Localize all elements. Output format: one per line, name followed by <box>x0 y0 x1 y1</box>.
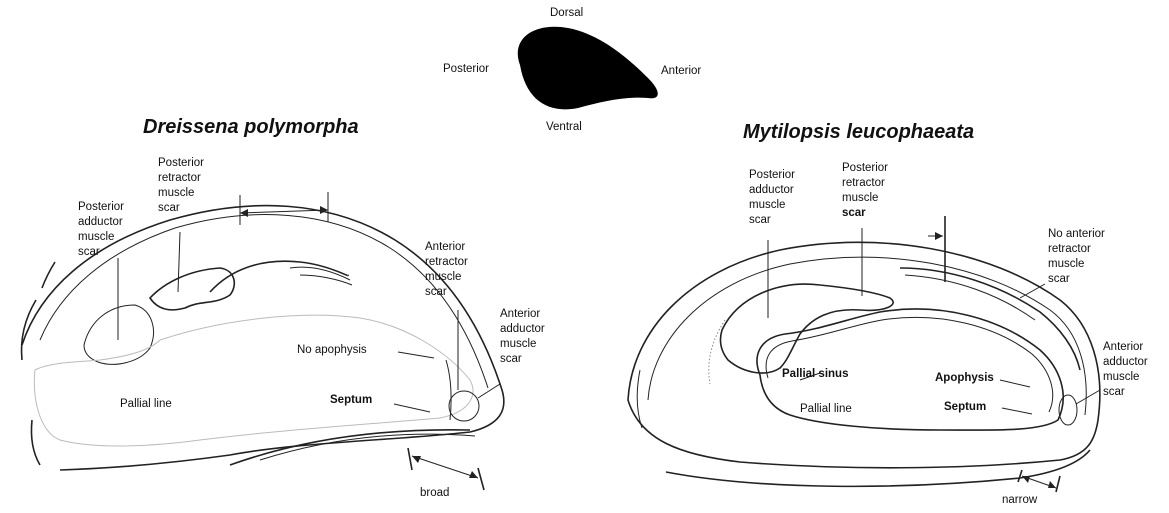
dreissena-shell-left-dash <box>42 262 55 288</box>
dreissena-pallial-line-label: Pallial line <box>120 398 172 410</box>
mytilopsis-pallial-line <box>766 317 1053 412</box>
dreissena-shell-left-arc-2 <box>31 420 40 465</box>
dreissena-posterior-retractor-label: Posterior retractor muscle scar <box>158 157 207 214</box>
mytilopsis-posterior-adductor-scar <box>720 284 893 373</box>
mytilopsis-shell-outline <box>628 242 1100 467</box>
dreissena-title: Dreissena polymorpha <box>143 116 359 138</box>
dreissena-pallial-line <box>34 315 473 446</box>
dreissena-broad-label: broad <box>420 487 449 499</box>
orientation-posterior: Posterior <box>443 63 489 75</box>
dreissena-width-marker <box>240 192 328 225</box>
dreissena-diagram: Dreissena polymorpha <box>22 116 548 499</box>
dreissena-shell-left-arc-1 <box>22 300 36 360</box>
mytilopsis-posterior-retractor-label: Posterior retractor muscle scar <box>842 162 891 219</box>
mytilopsis-posterior-adductor-label: Posterior adductor muscle scar <box>749 169 798 226</box>
mytilopsis-apophysis-label: Apophysis <box>935 372 994 384</box>
dreissena-anterior-adductor-scar <box>449 391 479 421</box>
dreissena-ligament <box>290 267 352 285</box>
dreissena-anterior-adductor-label: Anterior adductor muscle scar <box>500 308 548 365</box>
shell-silhouette <box>518 27 658 110</box>
mytilopsis-pallial-line-label: Pallial line <box>800 403 852 415</box>
dreissena-posterior-adductor-scar <box>84 305 154 364</box>
dreissena-septum-label: Septum <box>330 394 372 406</box>
dreissena-broad-marker: broad <box>408 448 484 499</box>
dreissena-septum <box>446 360 451 420</box>
dreissena-hinge <box>210 261 348 292</box>
mytilopsis-septum-label: Septum <box>944 401 986 413</box>
dreissena-posterior-retractor-scar <box>150 268 234 310</box>
orientation-dorsal: Dorsal <box>550 7 583 19</box>
orientation-key: Dorsal Posterior Anterior Ventral <box>443 7 701 133</box>
mytilopsis-diagram: Mytilopsis leucophaeata <box>628 121 1151 506</box>
mytilopsis-no-anterior-retractor-label: No anterior retractor muscle scar <box>1048 228 1108 285</box>
orientation-anterior: Anterior <box>661 65 701 77</box>
mytilopsis-title: Mytilopsis leucophaeata <box>743 121 974 143</box>
mytilopsis-pallial-sinus-label: Pallial sinus <box>782 368 848 380</box>
mytilopsis-anterior-adductor-label: Anterior adductor muscle scar <box>1103 341 1151 398</box>
mytilopsis-narrow-label: narrow <box>1002 494 1038 506</box>
dreissena-no-apophysis-label: No apophysis <box>297 344 367 356</box>
orientation-ventral: Ventral <box>546 121 582 133</box>
